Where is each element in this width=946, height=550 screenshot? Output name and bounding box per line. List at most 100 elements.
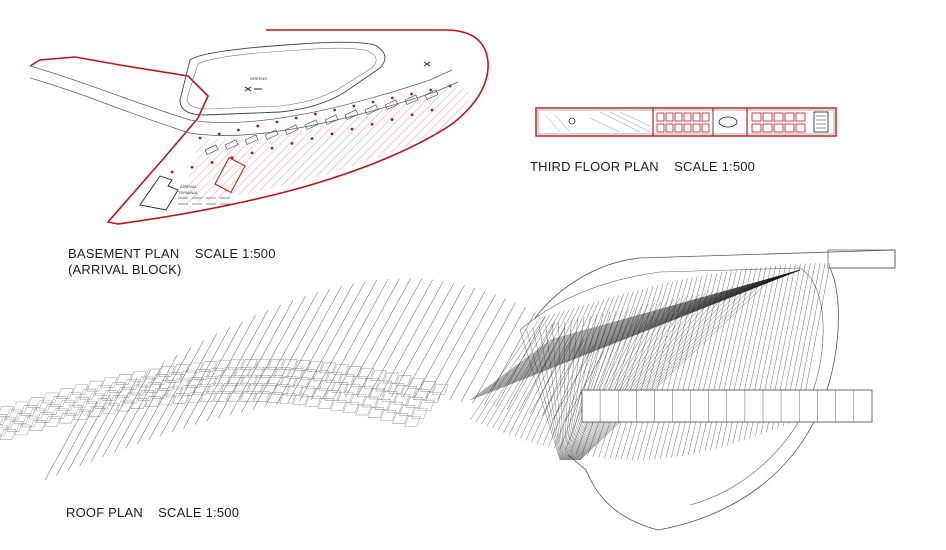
roof-tile xyxy=(172,378,190,390)
basement-plan: GREENS ARRIVAL TERMINAL xyxy=(29,29,489,225)
stall xyxy=(384,99,399,110)
roof-tile xyxy=(102,403,119,414)
roof-tile xyxy=(43,404,60,416)
roof-tile xyxy=(349,394,367,405)
roof-tile xyxy=(266,392,283,403)
terminal-label: TERMINAL xyxy=(178,190,199,195)
canopy-rib xyxy=(682,271,727,457)
roof-tile xyxy=(58,400,75,412)
canopy-rib xyxy=(693,269,737,454)
stall xyxy=(264,129,279,140)
dense-line xyxy=(565,315,591,461)
room xyxy=(665,123,674,133)
roof-tile xyxy=(6,421,23,432)
roof-fin xyxy=(322,278,389,399)
roof-tile xyxy=(186,362,203,374)
column-dot xyxy=(198,136,202,140)
room xyxy=(656,123,665,133)
roof-fin xyxy=(299,281,366,402)
roof-tile xyxy=(287,368,304,379)
dense-line xyxy=(569,306,636,461)
roof-tile xyxy=(247,383,264,394)
roof-fin xyxy=(125,354,178,449)
roof-tile xyxy=(233,382,251,394)
room xyxy=(692,112,701,122)
roof-tile xyxy=(342,402,360,413)
roof-fin xyxy=(449,298,506,401)
roof-tile xyxy=(130,398,148,409)
roof-tile xyxy=(65,404,83,416)
roof-tile xyxy=(165,386,183,398)
roof-tile xyxy=(144,368,161,380)
roof-tile xyxy=(42,392,59,404)
roof-tile xyxy=(241,359,258,370)
dense-line xyxy=(563,319,572,461)
roof-tile xyxy=(0,414,7,425)
roof-tile xyxy=(220,367,238,378)
dense-line xyxy=(570,304,649,461)
canopy-rib xyxy=(609,283,664,459)
canopy-rib xyxy=(587,288,644,457)
roof-dense-lines xyxy=(469,269,801,461)
roof-tile xyxy=(158,380,176,391)
arrival-label: ARRIVAL xyxy=(180,184,198,189)
roof-tile xyxy=(116,400,134,412)
car-markers xyxy=(423,61,431,67)
roof-tile xyxy=(374,399,391,410)
roof-fin xyxy=(206,309,269,422)
column-dot xyxy=(210,161,214,164)
third-floor-plan-caption: THIRD FLOOR PLAN SCALE 1:500 xyxy=(530,159,756,174)
roof-tile xyxy=(13,413,30,424)
dense-line xyxy=(579,279,771,461)
roof-tile xyxy=(130,384,147,396)
column-dot xyxy=(217,132,221,136)
roof-tile xyxy=(193,384,210,395)
roof-tile-grid xyxy=(0,358,449,445)
roof-tile xyxy=(5,409,22,421)
roof-tile xyxy=(186,377,203,388)
roof-fin xyxy=(345,278,411,398)
dense-line xyxy=(564,317,585,461)
third-floor-rooms xyxy=(656,112,806,133)
roof-fin xyxy=(160,333,217,436)
roof-tile xyxy=(331,382,348,393)
dense-line xyxy=(568,308,630,461)
roof-fin xyxy=(252,292,318,410)
roof-tile xyxy=(72,396,90,408)
roof-fin xyxy=(218,304,281,419)
column-dot xyxy=(275,120,279,124)
roof-tile xyxy=(73,409,90,420)
roof-fin xyxy=(403,285,465,397)
roof-tile xyxy=(407,378,424,389)
roof-tile xyxy=(14,424,31,436)
roof-tile xyxy=(274,367,291,378)
dense-line xyxy=(577,285,745,461)
roof-fin xyxy=(44,409,84,481)
roof-tile xyxy=(57,388,74,400)
stall xyxy=(364,104,379,115)
roof-tile xyxy=(27,397,44,408)
roof-tile xyxy=(12,401,29,413)
stair-core xyxy=(813,111,829,133)
room xyxy=(683,123,692,133)
roof-tile xyxy=(240,391,257,402)
roof-fin xyxy=(379,281,444,397)
roof-tile xyxy=(0,406,14,417)
dense-line xyxy=(575,291,713,461)
dense-line xyxy=(574,294,700,461)
canopy-rib xyxy=(536,300,600,444)
column-dot xyxy=(294,116,298,120)
roof-tile xyxy=(151,374,168,385)
roof-fin xyxy=(564,351,604,422)
roof-tile xyxy=(404,416,421,427)
roof-fin xyxy=(275,285,342,406)
column-dot xyxy=(390,96,394,100)
column-dot xyxy=(250,151,254,155)
roof-tile xyxy=(227,390,244,402)
roof-tile xyxy=(386,402,404,413)
canopy-rib xyxy=(564,293,624,452)
roof-fin xyxy=(391,282,455,397)
roof-tile xyxy=(71,384,89,396)
lift-symbol xyxy=(568,117,576,125)
dense-line xyxy=(576,288,726,461)
